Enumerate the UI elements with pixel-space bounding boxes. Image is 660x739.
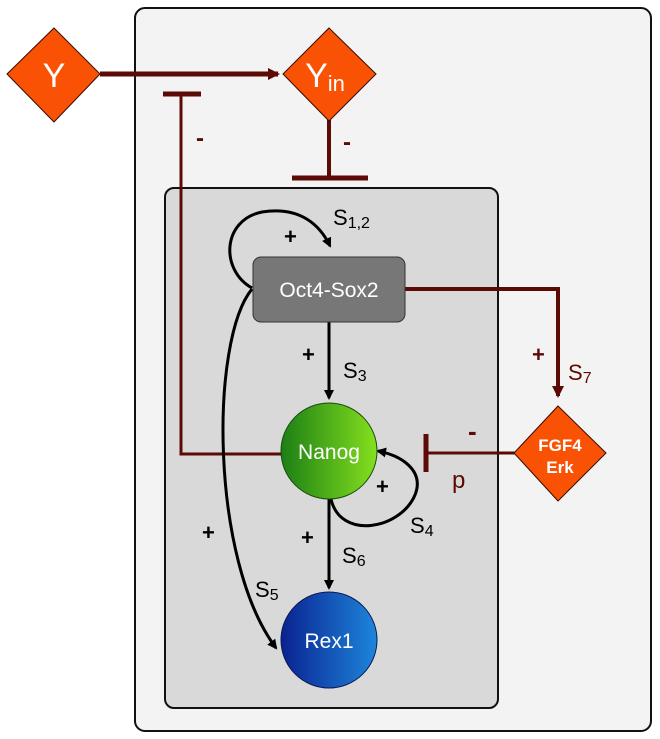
sign-s5: +	[202, 520, 215, 545]
label-p: p	[452, 467, 465, 494]
node-fgf4-erk-line1: FGF4	[538, 436, 582, 455]
node-fgf4-erk-line2: Erk	[546, 458, 574, 477]
edge-s7	[405, 287, 564, 398]
edge-s4	[329, 447, 419, 528]
node-nanog-label: Nanog	[298, 441, 360, 464]
node-nanog	[280, 402, 378, 500]
node-rex1-label: Rex1	[304, 630, 353, 653]
node-fgf4-erk	[513, 405, 607, 502]
sign-s6: +	[301, 525, 314, 550]
edge-s12	[228, 209, 332, 290]
edge-s5	[221, 288, 278, 650]
sign-s7: +	[532, 342, 545, 367]
edge-nanog-to-yin-inhibition	[179, 94, 283, 456]
label-s3: S3	[343, 358, 367, 385]
label-s4: S4	[410, 513, 434, 540]
sign-s3: +	[302, 342, 315, 367]
node-y-label: Y	[43, 57, 66, 95]
node-oct4-sox2	[252, 256, 406, 323]
node-rex1	[280, 591, 378, 689]
label-s6: S6	[342, 543, 366, 570]
node-y-in	[282, 27, 377, 122]
label-s7: S7	[568, 360, 592, 387]
sign-nanog-inhibition: -	[196, 125, 204, 152]
sign-s4: +	[376, 474, 389, 499]
sign-yin-inhibition: -	[343, 129, 351, 156]
sign-s12: +	[284, 224, 297, 249]
sign-p: -	[468, 416, 477, 446]
label-s5: S5	[255, 577, 279, 604]
node-oct4-sox2-label: Oct4-Sox2	[279, 279, 378, 302]
node-y	[6, 27, 101, 123]
label-s12: S1,2	[333, 205, 370, 232]
node-y-in-label: Yin	[305, 57, 345, 96]
